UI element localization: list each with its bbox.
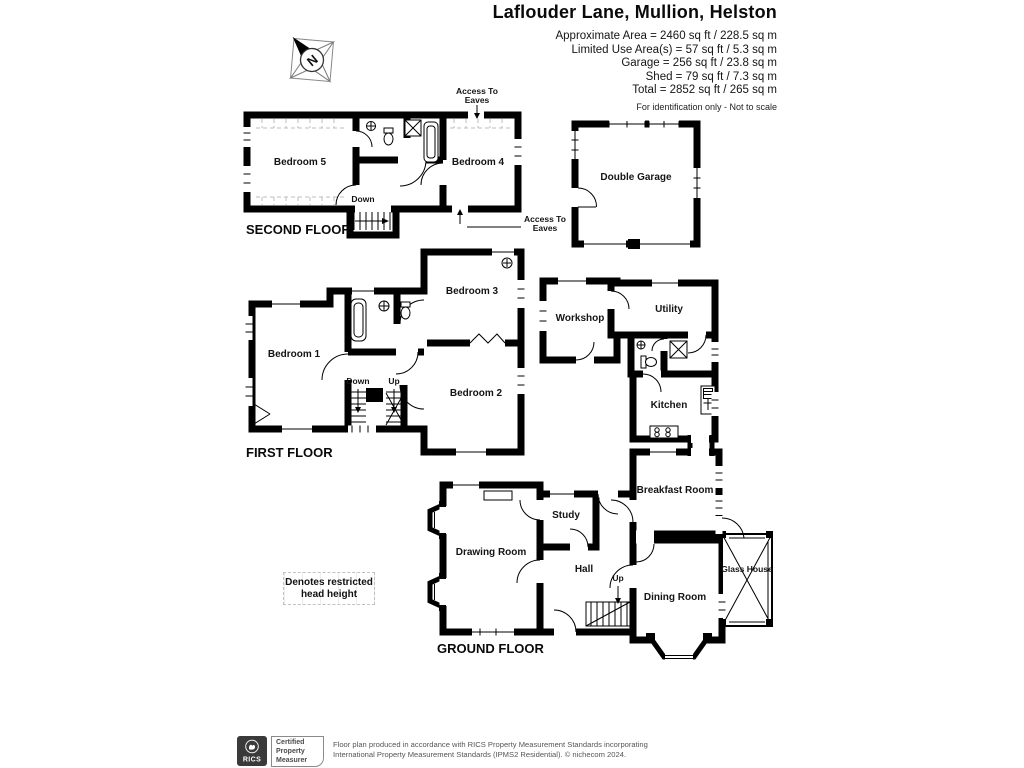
room-utility: Utility xyxy=(655,304,683,315)
room-workshop: Workshop xyxy=(556,313,605,324)
access-to-eaves-right: Access To Eaves xyxy=(452,205,566,233)
bathroom-fixtures-icon xyxy=(366,119,439,163)
page-title: Laflouder Lane, Mullion, Helston xyxy=(492,2,777,22)
bay-window-lower xyxy=(427,573,447,611)
corner-closet-icon xyxy=(253,403,271,425)
svg-text:Eaves: Eaves xyxy=(533,223,558,233)
identification-note: For identification only - Not to scale xyxy=(636,101,777,112)
dining-bay-window xyxy=(646,633,712,660)
rics-logo: RICS xyxy=(237,736,267,766)
room-study: Study xyxy=(552,510,580,521)
rics-lion-icon xyxy=(245,739,259,754)
access-to-eaves-top: Access To Eaves xyxy=(456,86,498,119)
first-floor-plan: Bedroom 1 Bedroom 3 Bedroom 2 Down Up FI… xyxy=(245,248,525,460)
room-double-garage: Double Garage xyxy=(600,172,672,183)
room-breakfast: Breakfast Room xyxy=(637,485,714,496)
ground-floor-plan: Workshop Utility Kitchen Breakfast Room … xyxy=(427,277,773,660)
first-floor-title: FIRST FLOOR xyxy=(246,445,333,460)
first-floor-stairs xyxy=(350,389,405,426)
chimney-breast xyxy=(483,490,513,501)
room-bedroom-2: Bedroom 2 xyxy=(450,388,503,399)
legend-line1: Denotes restricted xyxy=(285,576,373,588)
ground-floor-windows xyxy=(453,277,726,636)
footer-disclaimer-line1: Floor plan produced in accordance with R… xyxy=(333,740,648,749)
footer-disclaimer-line2: International Property Measurement Stand… xyxy=(333,750,627,759)
legend-line2: head height xyxy=(300,588,358,600)
area-line-approximate: Approximate Area = 2460 sq ft / 228.5 sq… xyxy=(555,30,777,42)
svg-text:Access To: Access To xyxy=(524,214,566,224)
room-bedroom-5: Bedroom 5 xyxy=(274,157,327,168)
ground-floor-title: GROUND FLOOR xyxy=(437,641,544,656)
footer: RICS Certified Property Measurer Floor p… xyxy=(237,736,648,767)
cert-line2: Property xyxy=(276,748,305,755)
header: Laflouder Lane, Mullion, Helston Approxi… xyxy=(493,2,777,112)
second-floor-plan: Access To Eaves Access To Eaves Bedroom … xyxy=(243,86,566,239)
svg-text:Access To: Access To xyxy=(456,86,498,96)
cert-line3: Measurer xyxy=(276,757,308,764)
room-bedroom-3: Bedroom 3 xyxy=(446,286,499,297)
svg-text:Eaves: Eaves xyxy=(465,95,490,105)
room-glass-house: Glass House xyxy=(721,564,773,574)
certified-property-measurer-badge: Certified Property Measurer xyxy=(271,736,324,767)
second-floor-windows xyxy=(243,127,522,192)
first-floor-windows xyxy=(245,248,525,456)
hall-stairs xyxy=(585,586,631,627)
stairs-down-label: Down xyxy=(346,376,369,386)
area-line-garage: Garage = 256 sq ft / 23.8 sq m xyxy=(621,57,777,70)
first-floor-bathroom-icon xyxy=(350,298,411,342)
room-kitchen: Kitchen xyxy=(651,400,688,411)
area-line-shed: Shed = 79 sq ft / 7.3 sq m xyxy=(645,70,777,83)
room-hall: Hall xyxy=(575,564,594,575)
restricted-height-legend: Denotes restricted head height xyxy=(283,572,375,605)
footer-disclaimer: Floor plan produced in accordance with R… xyxy=(333,736,648,760)
stairs-up-label: Up xyxy=(612,573,623,583)
wc-fixtures-icon xyxy=(636,338,688,371)
room-bedroom-1: Bedroom 1 xyxy=(268,349,321,360)
stairs-up-label: Up xyxy=(388,376,399,386)
compass-rose: N xyxy=(289,37,335,83)
cert-line1: Certified xyxy=(276,739,305,746)
room-dining: Dining Room xyxy=(644,592,706,603)
room-drawing: Drawing Room xyxy=(456,547,527,558)
room-bedroom-4: Bedroom 4 xyxy=(452,157,505,168)
second-floor-stairs xyxy=(353,212,391,230)
second-floor-title: SECOND FLOOR xyxy=(246,222,351,237)
area-line-limited-use: Limited Use Area(s) = 57 sq ft / 5.3 sq … xyxy=(571,43,778,56)
rics-logo-text: RICS xyxy=(243,757,261,764)
glass-house-structure xyxy=(715,516,773,627)
area-line-total: Total = 2852 sq ft / 265 sq m xyxy=(632,84,777,97)
bay-window-upper xyxy=(427,501,447,539)
garage-plan: Double Garage xyxy=(571,120,701,249)
stairs-down-label: Down xyxy=(351,194,374,204)
closet-doors-icon xyxy=(469,333,506,344)
